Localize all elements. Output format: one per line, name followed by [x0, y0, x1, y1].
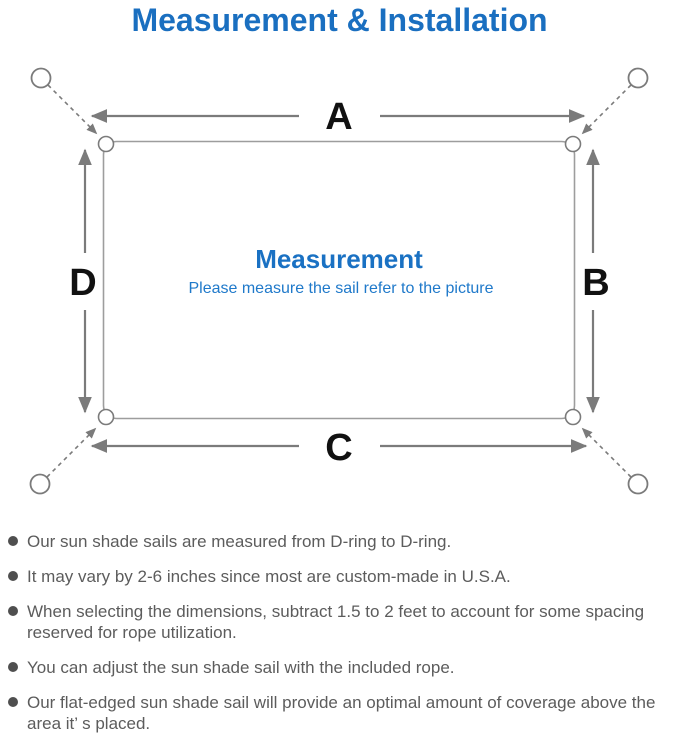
list-item: It may vary by 2-6 inches since most are…: [8, 566, 673, 587]
note-text: You can adjust the sun shade sail with t…: [27, 658, 455, 677]
tieout-line-top-left: [47, 84, 98, 135]
list-item: When selecting the dimensions, subtract …: [8, 601, 673, 643]
page-title: Measurement & Installation: [131, 2, 548, 38]
diagram-heading: Measurement: [255, 244, 423, 274]
note-text: It may vary by 2-6 inches since most are…: [27, 567, 511, 586]
anchor-point-icon: [30, 67, 52, 89]
measurement-diagram: A B C D Measurement Please measure the s…: [29, 67, 649, 495]
d-ring-icon: [97, 135, 115, 153]
tieout-line-bottom-left: [46, 427, 97, 478]
dimension-label-b: B: [582, 262, 609, 304]
bullet-icon: [8, 606, 18, 616]
d-ring-icon: [564, 408, 582, 426]
note-text: Our flat-edged sun shade sail will provi…: [27, 693, 656, 733]
list-item: You can adjust the sun shade sail with t…: [8, 657, 673, 678]
bullet-icon: [8, 697, 18, 707]
dimension-label-a: A: [325, 96, 352, 138]
bullet-icon: [8, 662, 18, 672]
dimension-label-d: D: [69, 262, 96, 304]
dimension-label-c: C: [325, 427, 352, 469]
tieout-line-top-right: [581, 84, 632, 135]
anchor-point-icon: [627, 67, 649, 89]
note-text: Our sun shade sails are measured from D-…: [27, 532, 452, 551]
list-item: Our flat-edged sun shade sail will provi…: [8, 692, 673, 734]
d-ring-icon: [97, 408, 115, 426]
note-text: When selecting the dimensions, subtract …: [27, 602, 645, 642]
list-item: Our sun shade sails are measured from D-…: [8, 531, 673, 552]
bullet-icon: [8, 571, 18, 581]
anchor-point-icon: [29, 473, 51, 495]
anchor-point-icon: [627, 473, 649, 495]
shade-sail-outline: [102, 140, 576, 420]
diagram-subtitle: Please measure the sail refer to the pic…: [188, 280, 493, 297]
notes-list: Our sun shade sails are measured from D-…: [8, 531, 673, 739]
d-ring-icon: [564, 135, 582, 153]
tieout-line-bottom-right: [581, 427, 632, 478]
bullet-icon: [8, 536, 18, 546]
